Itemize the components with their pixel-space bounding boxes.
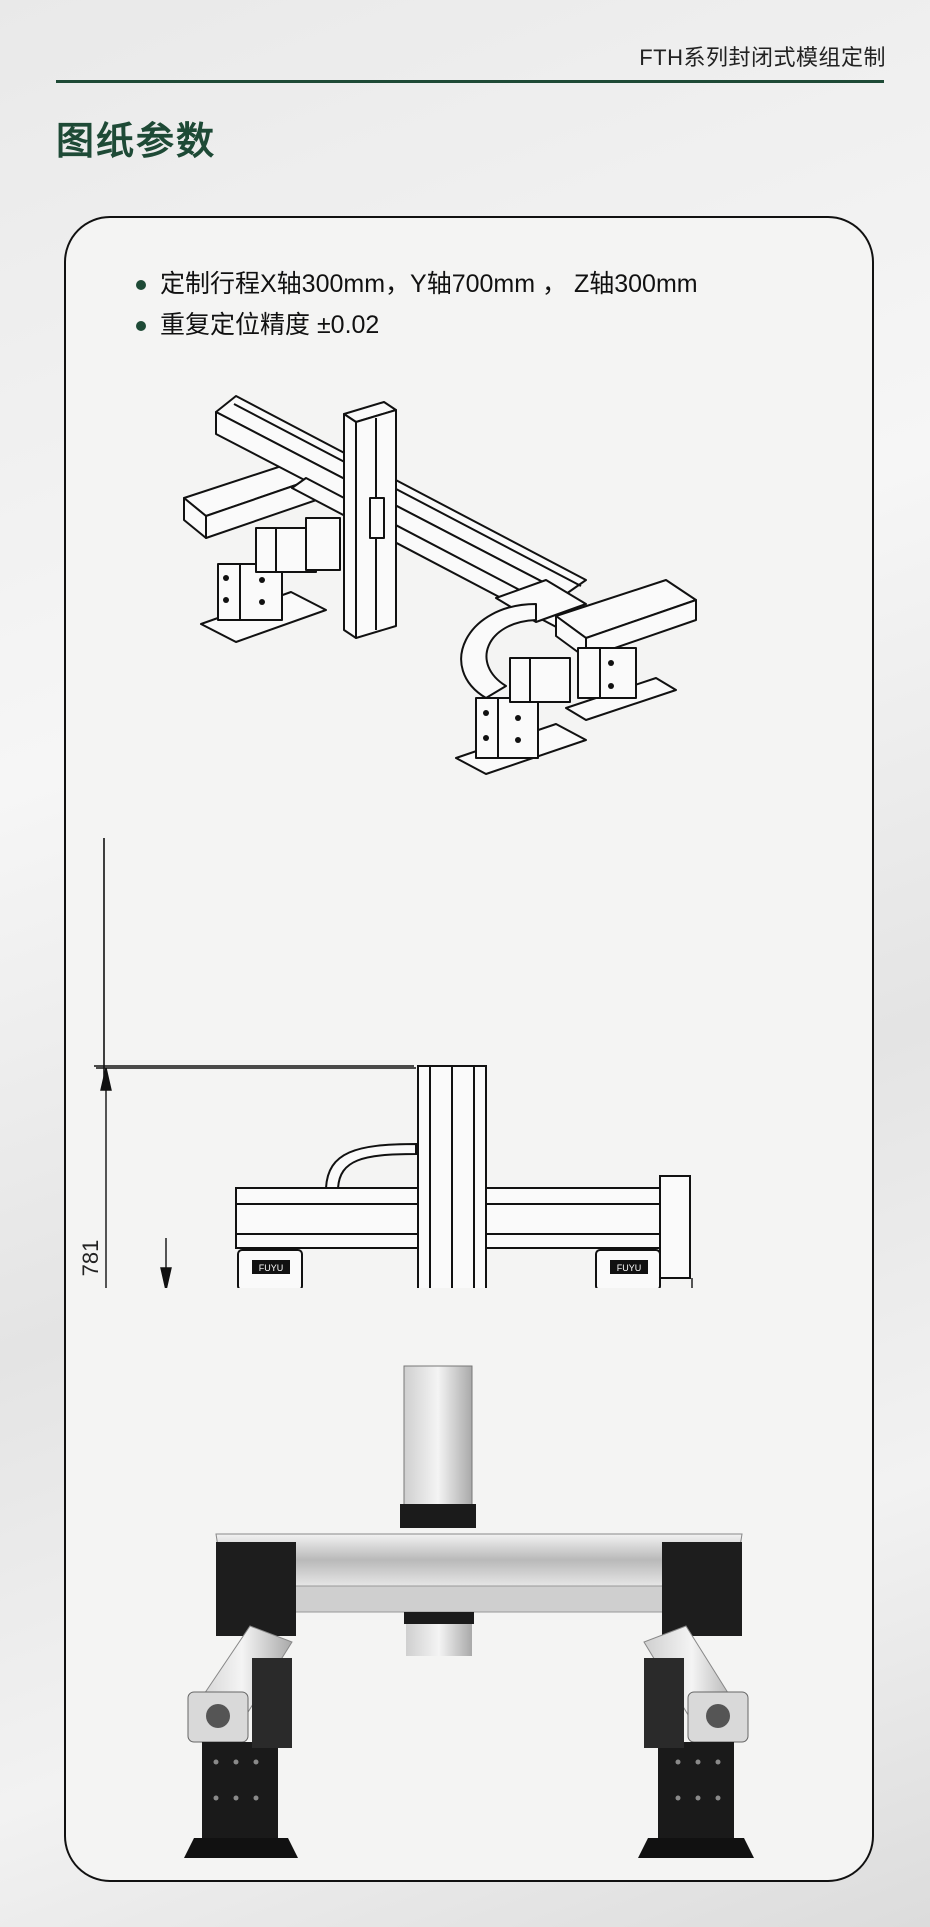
isometric-drawing [183, 395, 697, 775]
header-divider [56, 80, 884, 83]
bullet-icon [136, 320, 146, 331]
header: FTH系列封闭式模组定制 [0, 12, 930, 76]
front-view-drawing: FUYU FUYU 781 300 1022 [78, 838, 693, 1288]
drawing-card: 定制行程X轴300mm，Y轴700mm ， Z轴300mm 重复定位精度 ±0.… [64, 216, 874, 1882]
param-accuracy-text: 重复定位精度 ±0.02 [160, 311, 380, 339]
dim-label-781: 781 [78, 1240, 103, 1277]
nameplate-right: FUYU [617, 1263, 642, 1273]
bullet-icon [136, 279, 146, 290]
nameplate-left: FUYU [259, 1263, 284, 1273]
series-title: FTH系列封闭式模组定制 [639, 45, 886, 70]
param-item-accuracy: 重复定位精度 ±0.02 [136, 305, 698, 346]
param-item-stroke: 定制行程X轴300mm，Y轴700mm ， Z轴300mm [136, 264, 698, 305]
gantry-render [184, 1365, 754, 1858]
param-list: 定制行程X轴300mm，Y轴700mm ， Z轴300mm 重复定位精度 ±0.… [136, 264, 698, 346]
param-stroke-text: 定制行程X轴300mm，Y轴700mm ， Z轴300mm [160, 270, 698, 298]
section-title: 图纸参数 [56, 121, 217, 163]
